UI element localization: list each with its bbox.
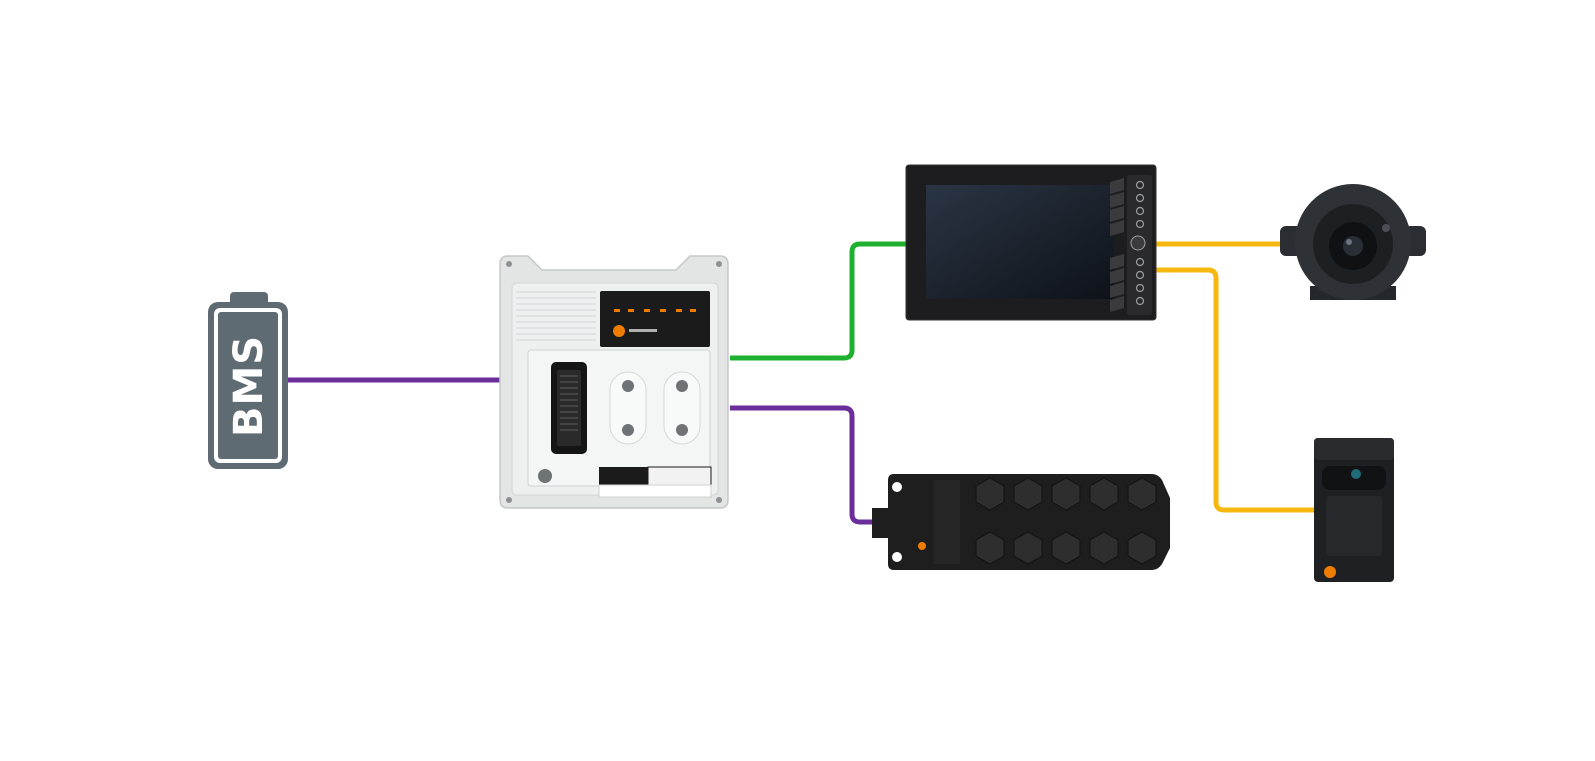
line-controller-display bbox=[730, 241, 908, 361]
mobile-controller-icon bbox=[499, 255, 729, 509]
battery-icon: BMS bbox=[208, 292, 288, 469]
line-display-camera-box bbox=[1155, 267, 1316, 513]
battery-label: BMS bbox=[226, 335, 272, 437]
connection-lines bbox=[288, 241, 1316, 525]
camera-icon bbox=[1280, 184, 1426, 300]
io-module-icon bbox=[872, 474, 1170, 570]
line-controller-io-module bbox=[730, 405, 876, 525]
box-camera-icon bbox=[1314, 438, 1394, 582]
display-screen-icon bbox=[905, 164, 1157, 321]
